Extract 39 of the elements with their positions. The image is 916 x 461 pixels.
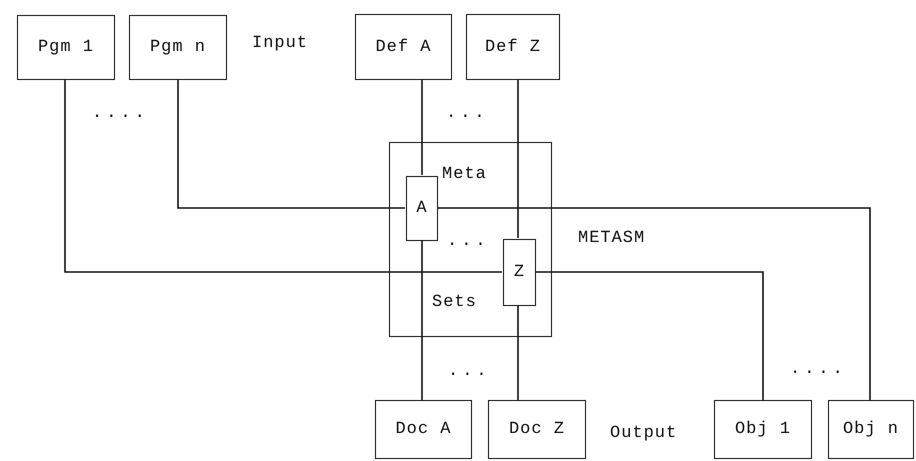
ellipsis: ... <box>446 104 489 123</box>
box-label: A <box>416 199 428 218</box>
process-box <box>355 14 452 80</box>
process-box <box>375 400 472 459</box>
connector-line <box>421 240 423 400</box>
box-label: Obj 1 <box>734 420 791 439</box>
process-box <box>17 15 115 80</box>
box-label: Doc A <box>395 420 452 439</box>
box-label: Meta <box>442 165 487 184</box>
connector-line <box>517 80 519 238</box>
box-label: Sets <box>432 293 477 312</box>
label-text: METASM <box>578 229 646 248</box>
connector-line <box>177 80 405 209</box>
ellipsis: ... <box>448 362 491 381</box>
ellipsis: .... <box>92 104 149 123</box>
ellipsis: .... <box>790 360 847 379</box>
box-label: Pgm n <box>150 38 206 57</box>
box-label: Z <box>514 263 526 282</box>
process-box <box>129 15 227 80</box>
process-box <box>406 176 438 241</box>
connector-line <box>421 80 423 175</box>
box-label: Def A <box>375 38 432 56</box>
label-text: Output <box>610 424 678 443</box>
group-box <box>389 142 552 337</box>
connector-line <box>517 305 519 400</box>
connector-line <box>437 207 871 400</box>
box-label: Def Z <box>484 38 541 56</box>
connector-line <box>64 80 502 273</box>
process-box <box>466 14 560 80</box>
process-box <box>488 400 586 459</box>
process-box <box>828 400 914 459</box>
process-box <box>503 239 536 306</box>
box-label: Pgm 1 <box>38 38 94 57</box>
box-label: Obj n <box>842 420 899 439</box>
process-box <box>714 400 812 459</box>
box-label: Doc Z <box>508 420 565 439</box>
ellipsis: ... <box>447 232 490 251</box>
label-text: Input <box>252 34 308 53</box>
connector-line <box>535 271 764 400</box>
